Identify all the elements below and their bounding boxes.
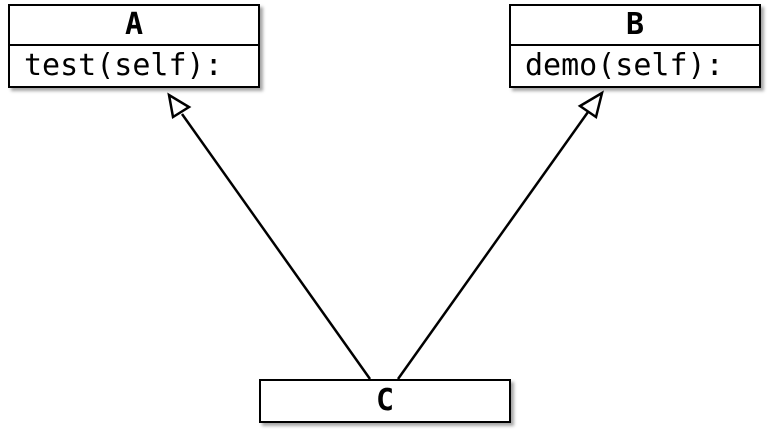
edge-c-to-a-arrowhead [167, 92, 192, 120]
class-a-name: A [10, 6, 258, 46]
class-a-method: test(self): [24, 48, 223, 83]
class-b-box[interactable]: B demo(self): [509, 4, 761, 88]
edge-c-to-a [167, 92, 372, 380]
class-c-name: C [375, 383, 395, 418]
edge-c-to-b-line [396, 111, 590, 380]
class-a-box[interactable]: A test(self): [8, 4, 260, 88]
class-c-box[interactable]: C [259, 379, 511, 423]
class-b-name: B [511, 6, 759, 46]
edge-c-to-b-arrowhead [577, 90, 604, 120]
edge-c-to-a-line [180, 113, 372, 380]
class-b-method: demo(self): [525, 48, 724, 83]
edge-c-to-b [396, 90, 604, 380]
